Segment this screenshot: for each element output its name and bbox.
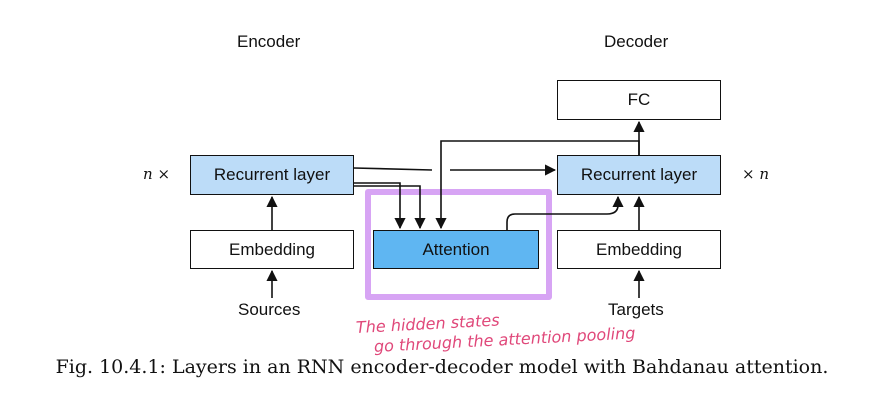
decoder-layer-multiplier: × n [742, 165, 769, 183]
encoder-label: Encoder [237, 32, 301, 51]
encoder-layer-multiplier: n × [143, 165, 170, 183]
arrow-hidden-states-to-attention [354, 182, 406, 230]
multiplier-times: × [157, 165, 171, 183]
targets-label: Targets [608, 300, 664, 319]
attention-box: Attention [373, 230, 539, 269]
arrow-decoder-query-to-attention [435, 140, 640, 230]
encoder-recurrent-layer: Recurrent layer [190, 155, 354, 195]
encoder-embedding: Embedding [190, 230, 354, 269]
decoder-recurrent-layer: Recurrent layer [557, 155, 721, 195]
sources-label: Sources [238, 300, 301, 319]
attention-highlight [365, 189, 552, 300]
multiplier-n: n [759, 165, 770, 183]
arrow-attention-to-decoder [506, 195, 624, 230]
multiplier-n: n [143, 165, 153, 183]
arrow-encoder-state-to-decoder [353, 167, 433, 171]
decoder-embedding: Embedding [557, 230, 721, 269]
multiplier-times: × [742, 165, 755, 183]
decoder-fc: FC [557, 80, 721, 120]
decoder-label: Decoder [604, 32, 669, 51]
figure-caption: Fig. 10.4.1: Layers in an RNN encoder-de… [55, 356, 829, 378]
